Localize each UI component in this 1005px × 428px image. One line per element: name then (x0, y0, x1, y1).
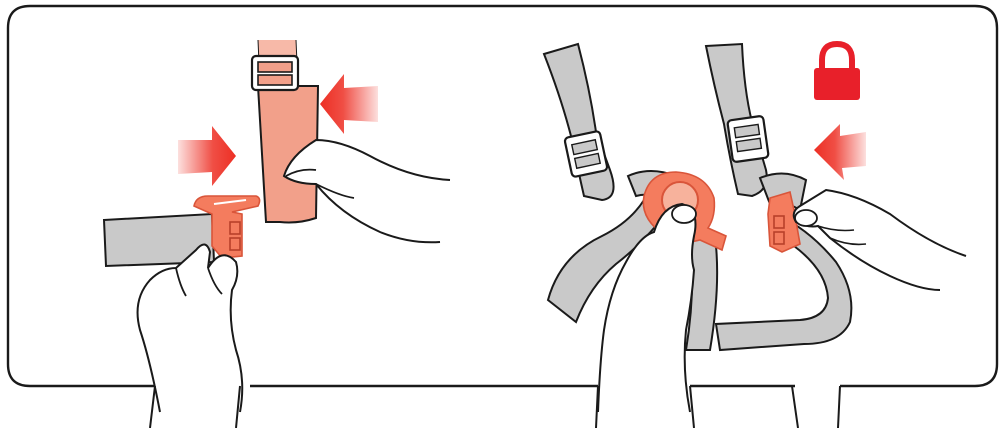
hand-icon (794, 190, 966, 290)
arrow-right-icon (178, 126, 236, 186)
arrow-left-icon (814, 124, 866, 180)
buckle-slider-right (727, 116, 768, 163)
arrow-left-icon (320, 74, 378, 134)
strap-highlighted-vertical (252, 40, 318, 223)
padlock-icon (814, 44, 860, 100)
panel-step-1 (104, 40, 450, 412)
buckle-slider-left (564, 131, 608, 178)
